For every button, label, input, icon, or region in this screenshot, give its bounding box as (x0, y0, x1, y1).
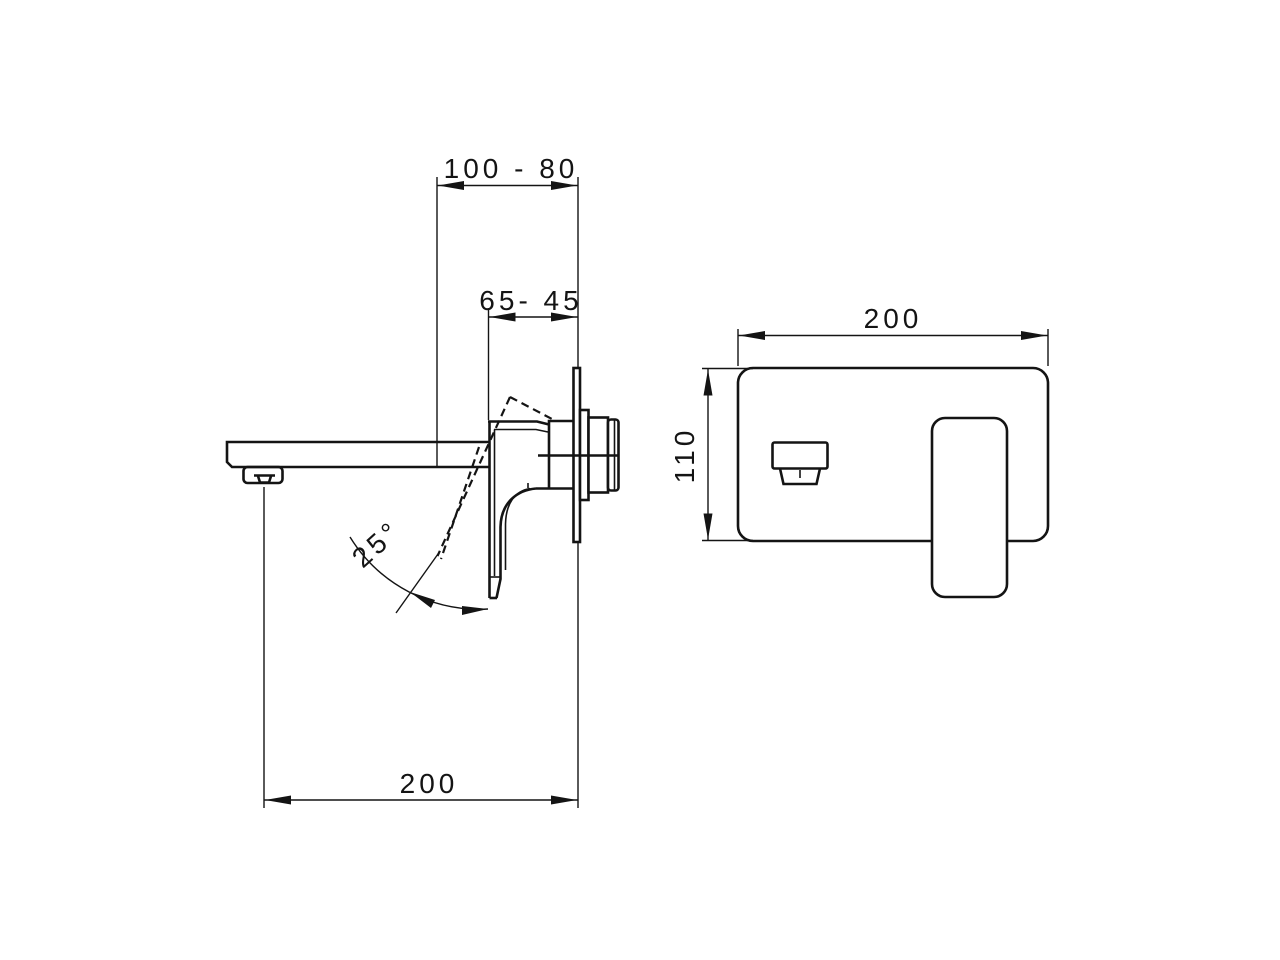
spout-side (225, 440, 489, 469)
dimension-arrow (551, 795, 577, 805)
cartridge-body (536, 419, 574, 490)
handle-back-edge (495, 487, 537, 599)
spout-front (771, 441, 829, 470)
dimension-arrow (551, 312, 577, 322)
dimension-plate-height: 110 (669, 367, 753, 542)
dimension-arrow (703, 369, 713, 396)
spout-front-aerator (778, 468, 822, 486)
dimension-arrow (703, 513, 713, 540)
dimension-arrow (438, 181, 464, 190)
dashed-handle-back (439, 446, 481, 560)
dimension-label: 100 - 80 (444, 153, 579, 184)
handle-back-inner-edge (504, 483, 531, 570)
dimension-label: 200 (864, 303, 923, 334)
handle-top-inner-edge (494, 428, 549, 433)
dimension-arrow (739, 331, 765, 340)
dimension-spout-reach: 200 (263, 487, 579, 808)
dimension-label: 65- 45 (479, 285, 582, 316)
dimension-wall-to-handle: 65- 45 (479, 285, 582, 420)
dimension-arrow (265, 795, 291, 805)
aerator-nozzle (254, 474, 275, 484)
dimension-label: 200 (400, 768, 459, 799)
dashed-handle-top (509, 396, 553, 420)
dimension-label: 110 (669, 427, 700, 484)
angle-extension-line (395, 553, 439, 614)
handle-alt-position-dashed (436, 396, 553, 560)
handle-front (930, 416, 1009, 599)
arc-arrow-right (462, 606, 488, 615)
dimension-arrow (551, 181, 577, 190)
dimension-arrow (1021, 331, 1047, 340)
angle-label: 25° (346, 514, 407, 573)
handle-top-edge (488, 420, 550, 426)
dimension-plate-width: 200 (737, 303, 1049, 366)
dashed-handle-front (436, 396, 512, 557)
angle-dimension: 25° (346, 514, 489, 615)
dimension-wall-to-spout: 100 - 80 (436, 153, 579, 468)
arc-arrow-left (410, 592, 435, 608)
side-view: 25° 100 - 80 65- 45 200 (225, 153, 620, 808)
front-view: 200 110 (669, 303, 1050, 599)
dimension-arrow (489, 312, 516, 322)
